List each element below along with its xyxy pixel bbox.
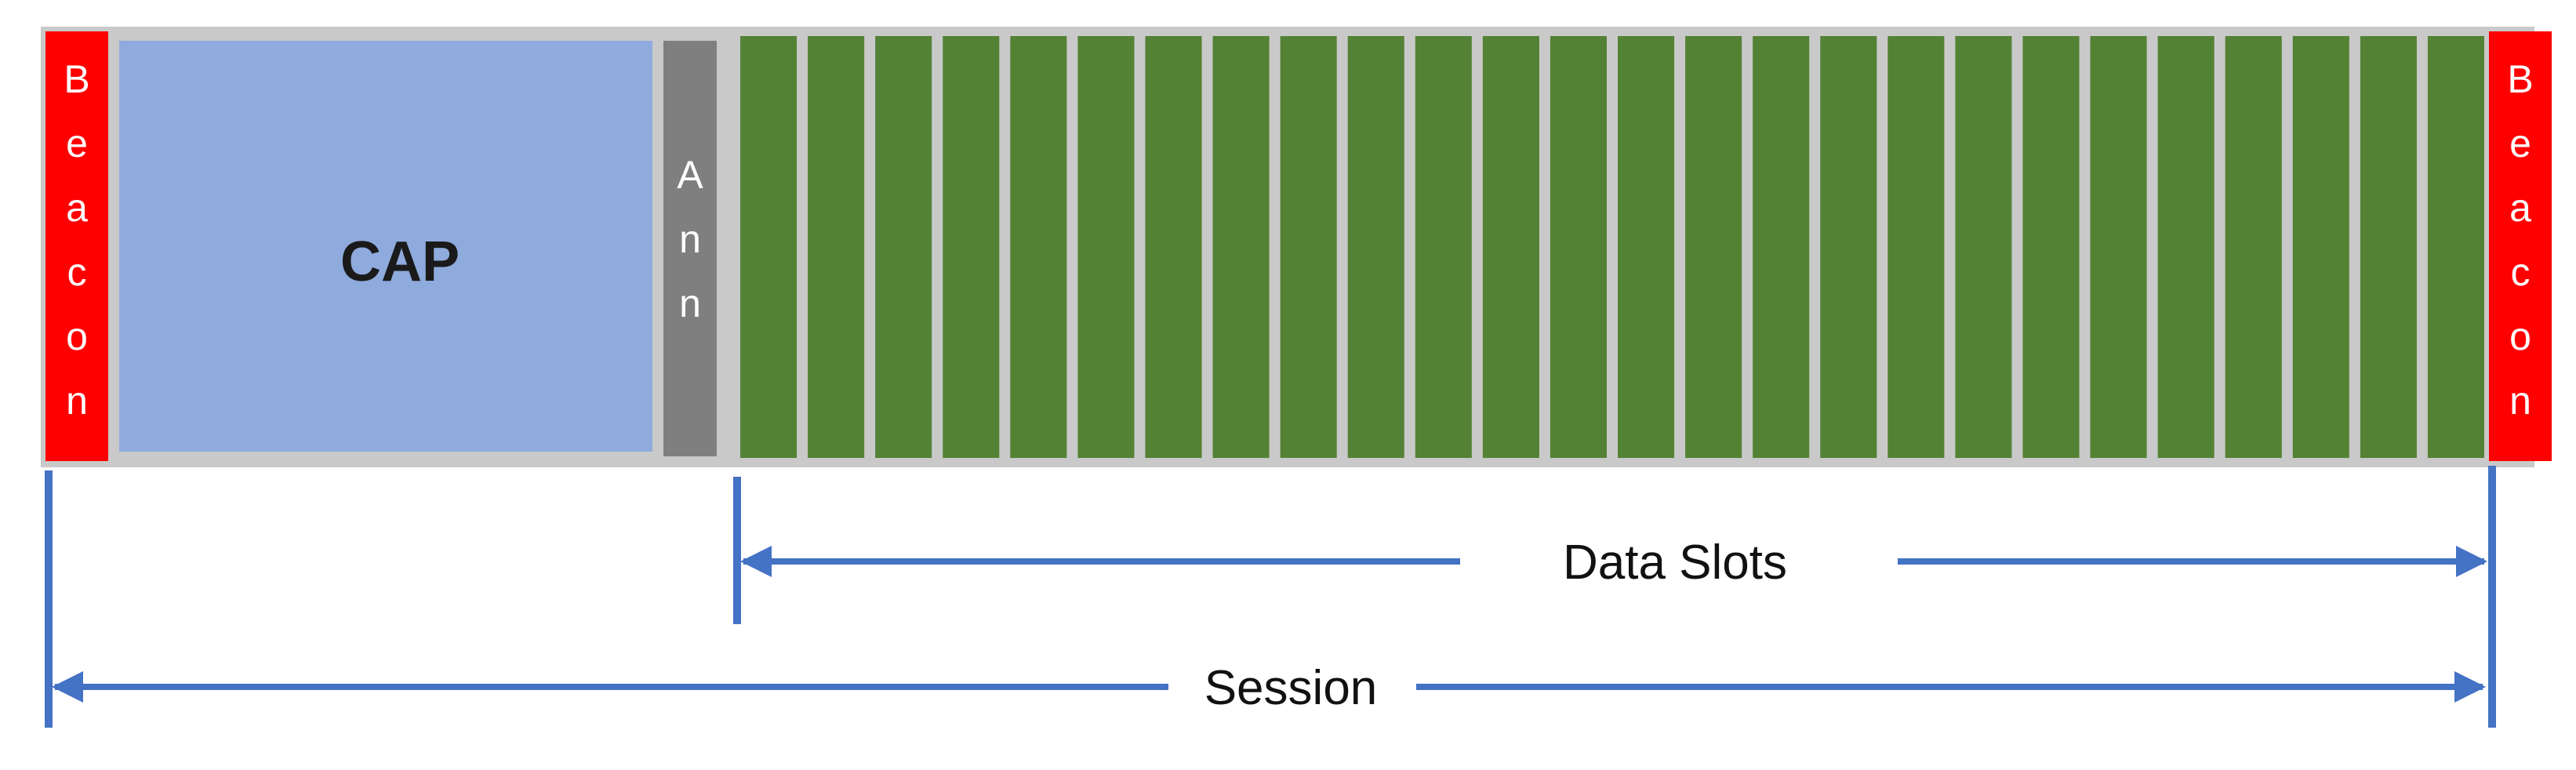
data-slot — [1415, 36, 1472, 458]
data-slot — [1753, 36, 1810, 458]
beacon-start-block — [45, 31, 108, 461]
data-slot — [1010, 36, 1067, 458]
data-slot — [2090, 36, 2147, 458]
cap-label: CAP — [340, 231, 460, 293]
data-slot — [2360, 36, 2417, 458]
data-slot — [875, 36, 932, 458]
ann-block — [663, 41, 717, 456]
cap-block — [119, 41, 652, 452]
data-slot — [1685, 36, 1742, 458]
data-slot — [1145, 36, 1202, 458]
data-slot — [2292, 36, 2349, 458]
data-slot — [1347, 36, 1404, 458]
data-slot — [1280, 36, 1337, 458]
data-slot — [1820, 36, 1877, 458]
session-label: Session — [1204, 661, 1378, 715]
beacon-end-block — [2489, 31, 2552, 461]
data-slot — [1955, 36, 2012, 458]
data-slot — [2427, 36, 2484, 458]
data-slot — [1550, 36, 1607, 458]
data-slot — [1077, 36, 1135, 458]
data-slot — [1212, 36, 1270, 458]
data-slot — [2225, 36, 2282, 458]
data-slots-group — [740, 36, 2484, 458]
data-slot — [1482, 36, 1539, 458]
data-slot — [2022, 36, 2080, 458]
data-slots-label: Data Slots — [1563, 536, 1787, 590]
data-slot — [1618, 36, 1675, 458]
data-slot — [943, 36, 1000, 458]
data-slot — [740, 36, 798, 458]
data-slot — [1887, 36, 1945, 458]
data-slot — [808, 36, 865, 458]
data-slot — [2157, 36, 2214, 458]
